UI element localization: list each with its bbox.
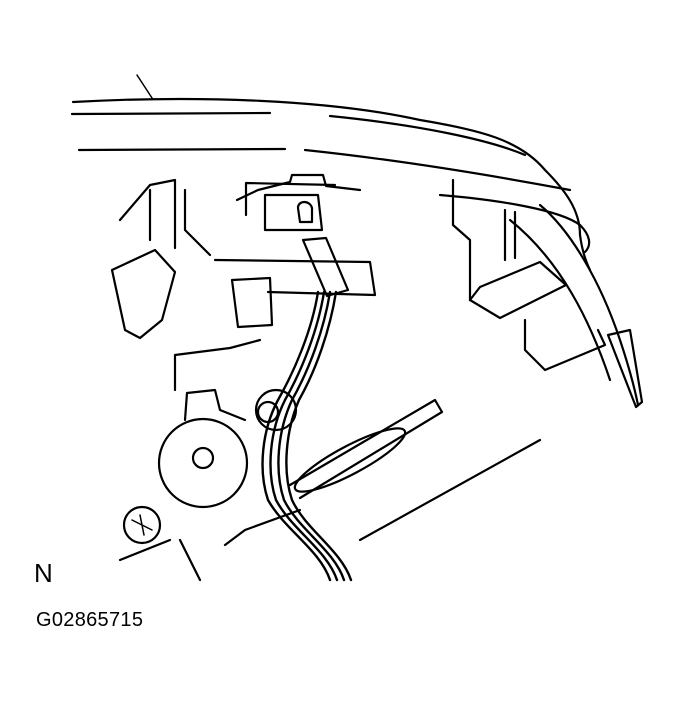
leader-line	[136, 74, 153, 99]
connector-body	[301, 236, 350, 298]
base-plate	[223, 438, 542, 547]
figure-code: G02865715	[36, 609, 144, 631]
mount-bracket	[213, 258, 377, 297]
trim-curve	[438, 193, 591, 254]
orientation-label: N	[34, 558, 53, 588]
screw-slot	[131, 514, 153, 536]
panel-outline	[71, 97, 592, 272]
left-mount	[110, 248, 177, 340]
screw-head	[122, 505, 162, 545]
panel-edge	[328, 114, 527, 157]
bracket-block	[468, 260, 568, 320]
panel-edge	[70, 111, 272, 116]
connector-housing	[244, 181, 337, 217]
left-mount	[118, 178, 177, 250]
round-hub	[157, 417, 249, 509]
wire-harness	[261, 290, 353, 582]
left-mount	[148, 188, 212, 257]
lever-arm	[173, 338, 262, 392]
hub-neck	[183, 388, 247, 422]
link-rod	[288, 398, 444, 500]
connector-latch	[296, 200, 314, 224]
connector-housing	[235, 173, 362, 202]
hub-hole	[191, 446, 215, 470]
panel-edge	[303, 148, 572, 192]
bracket-block	[523, 318, 607, 372]
bracket-block	[451, 178, 472, 302]
bracket-lower	[118, 538, 202, 582]
bracket-block	[503, 208, 517, 262]
panel-edge	[77, 147, 287, 152]
rod-slot	[293, 427, 407, 493]
trim-curve	[538, 203, 640, 407]
mount-block	[230, 276, 274, 329]
connector-clip	[263, 193, 324, 232]
trim-curve	[508, 218, 612, 382]
trim-curve	[606, 328, 644, 409]
